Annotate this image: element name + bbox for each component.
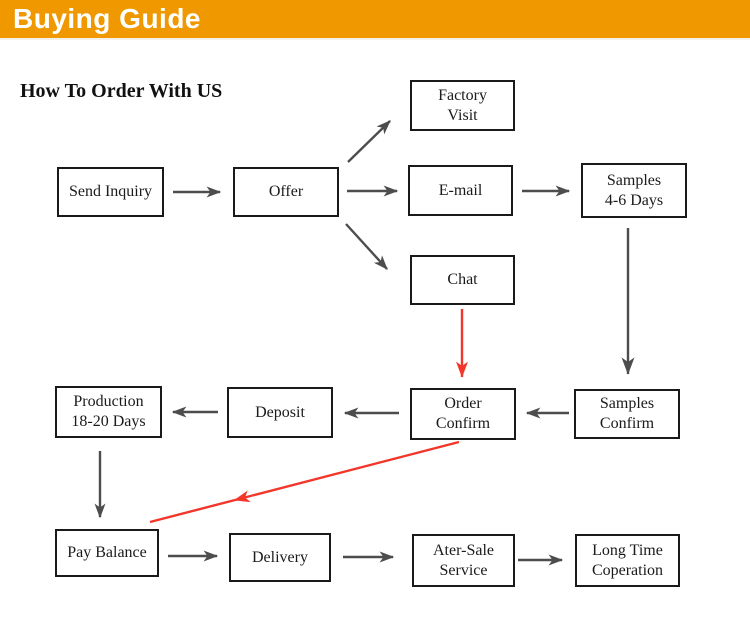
section-heading: How To Order With US xyxy=(20,80,223,102)
node-email: E-mail xyxy=(408,165,513,216)
header-bar: Buying Guide xyxy=(0,0,750,40)
node-pay-balance: Pay Balance xyxy=(55,529,159,577)
node-samples-days: Samples 4-6 Days xyxy=(581,163,687,218)
node-send-inquiry: Send Inquiry xyxy=(57,167,164,217)
node-samples-confirm: Samples Confirm xyxy=(574,389,680,439)
node-chat: Chat xyxy=(410,255,515,305)
node-after-sale: Ater-Sale Service xyxy=(412,534,515,587)
arrow-offer-to-chat xyxy=(345,223,388,270)
node-offer: Offer xyxy=(233,167,339,217)
page-title: Buying Guide xyxy=(13,3,201,34)
node-factory-visit: Factory Visit xyxy=(410,80,515,131)
node-production: Production 18-20 Days xyxy=(55,386,162,438)
node-order-confirm: Order Confirm xyxy=(410,388,516,440)
arrow-offer-to-factory-visit xyxy=(347,120,391,163)
node-delivery: Delivery xyxy=(229,533,331,582)
node-long-time: Long Time Coperation xyxy=(575,534,680,587)
arrow-order-confirm-to-pay-balance-tail xyxy=(149,498,236,524)
node-deposit: Deposit xyxy=(227,387,333,438)
arrow-order-confirm-to-pay-balance xyxy=(233,440,460,503)
